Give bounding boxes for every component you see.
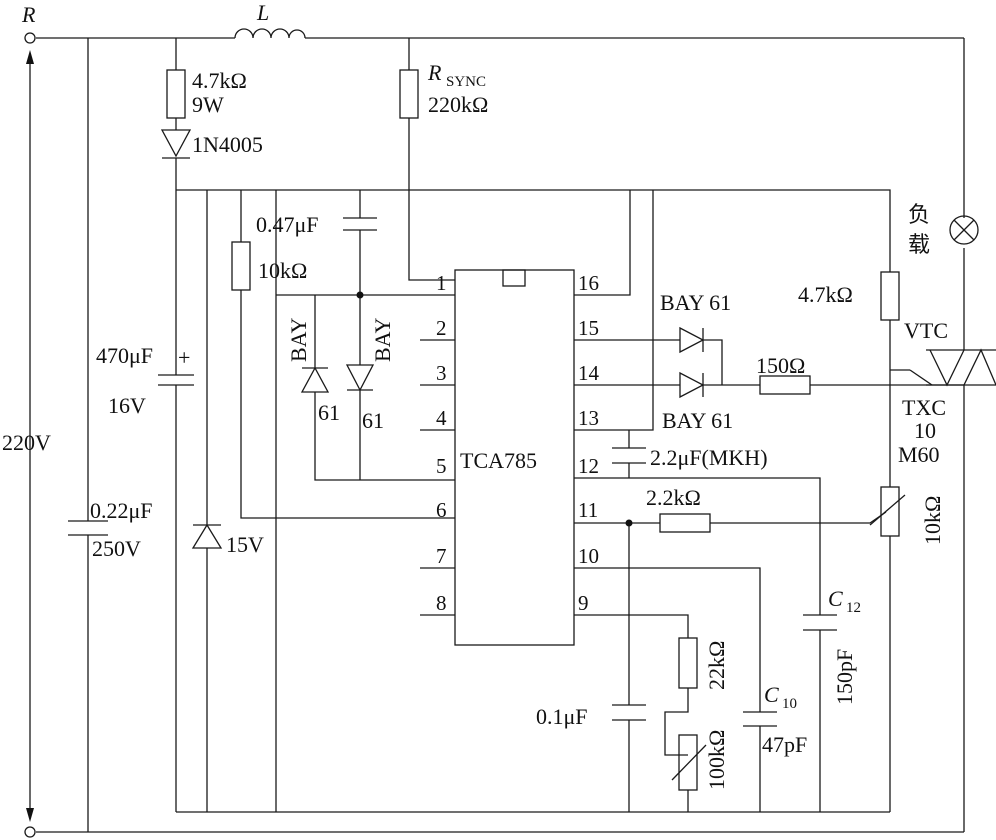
label-diode: 1N4005 [192,132,263,157]
label-c022: 0.22μF [90,498,153,523]
label-pot100k: 100kΩ [704,730,729,790]
lamp-symbol [949,215,979,245]
resistor-rsync [399,69,419,119]
pin-label: 9 [578,591,589,615]
label-txc-10: 10 [914,418,936,443]
voltage-arrow [26,50,34,822]
label-zener: 15V [226,532,264,557]
diode-bay61-15 [679,326,705,354]
pin-label: 1 [436,271,447,295]
cap-22 [612,447,646,464]
cap-01 [612,704,646,721]
label-c10-value: 47pF [762,732,807,757]
label-bay61-top: BAY 61 [660,290,731,315]
diode-bay61-right [345,364,375,392]
label-c022-v: 250V [92,536,141,561]
diode-bay61-left [300,366,330,393]
label-r2k2: 2.2kΩ [646,485,701,510]
pin-label: 13 [578,406,599,430]
inductor-symbol [234,28,306,39]
diode-1n4005 [160,129,192,159]
label-bay-right: BAY [370,317,395,362]
cap-022 [68,520,108,536]
pin-label: 16 [578,271,599,295]
junction-dot [625,519,633,527]
label-c12-sub: 12 [846,600,861,616]
label-inductor: L [256,0,269,25]
label-r: R [21,2,36,27]
pin-label: 5 [436,454,447,478]
pot-100k-arrow [671,744,707,781]
label-r4k7-gate: 4.7kΩ [798,282,853,307]
resistor-2k2 [659,513,711,533]
pin-label: 2 [436,316,447,340]
label-r1-power: 9W [192,92,224,117]
zener-15v [191,523,223,549]
label-61-right: 61 [362,408,384,433]
resistor-150 [759,375,811,395]
cap-047 [343,217,377,231]
label-rsync: R [427,60,442,85]
label-c10-sub: 10 [782,696,797,712]
label-220v: 220V [2,430,51,455]
pot-100k [678,734,698,791]
pin-label: 6 [436,498,447,522]
label-r150: 150Ω [756,353,805,378]
label-rsync-sub: SYNC [446,74,486,90]
label-c047: 0.47μF [256,212,319,237]
pot-10k [880,486,900,537]
pot-10k-arrow [869,494,906,526]
label-load-1: 负 [908,203,930,228]
label-vtc: VTC [904,318,948,343]
label-pot10k: 10kΩ [920,496,945,545]
pin-label: 8 [436,591,447,615]
label-r1-value: 4.7kΩ [192,68,247,93]
cap-c10 [743,711,777,727]
ic-name: TCA785 [460,448,537,473]
resistor-10k [231,241,251,291]
label-bay61-bottom: BAY 61 [662,408,733,433]
resistor-4k7-gate [880,271,900,321]
label-61-left: 61 [318,400,340,425]
pin-label: 7 [436,544,447,568]
label-load-2: 载 [908,233,930,258]
wiring [36,37,965,833]
resistor-22k [678,637,698,689]
pin-label: 11 [578,498,598,522]
label-r22k: 22kΩ [704,641,729,690]
label-c470: 470μF [96,343,153,368]
triac-symbol [909,348,996,387]
pin-label: 12 [578,454,599,478]
label-c470-v: 16V [108,393,146,418]
diode-bay61-14 [679,371,705,399]
pin-label: 15 [578,316,599,340]
label-r10k: 10kΩ [258,258,307,283]
terminal-bottom [24,826,36,838]
label-c12-value: 150pF [832,649,857,705]
ic-notch [502,269,526,287]
label-c12: C [828,586,843,611]
terminal-r [24,32,36,44]
junction-dot [356,291,364,299]
pin-label: 14 [578,361,600,385]
label-m60: M60 [898,442,940,467]
resistor-4k7-9w [166,69,186,119]
cap-c12 [803,614,837,631]
label-c22: 2.2μF(MKH) [650,445,768,470]
pin-label: 4 [436,406,447,430]
label-c01: 0.1μF [536,704,588,729]
label-rsync-value: 220kΩ [428,92,488,117]
label-bay-left: BAY [286,317,311,362]
pin-label: 3 [436,361,447,385]
label-txc: TXC [902,395,946,420]
label-c10: C [764,682,779,707]
pin-label: 10 [578,544,599,568]
label-c470-plus: + [178,345,190,370]
cap-470 [158,374,194,386]
